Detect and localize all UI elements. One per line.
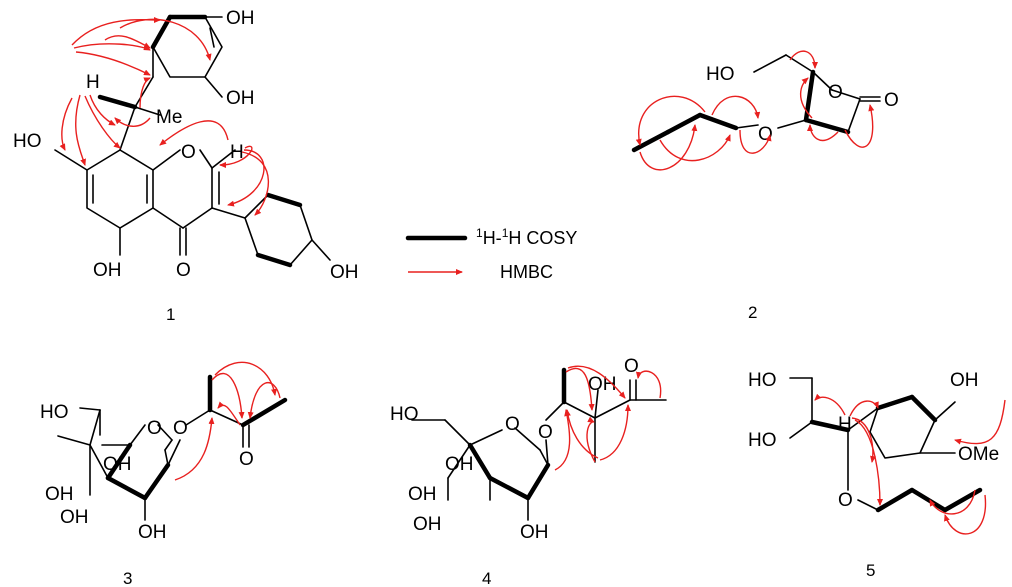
compound-1-hmbc-arrows: [59, 16, 270, 216]
legend: 1H-1H COSY HMBC: [405, 226, 577, 282]
compound-5: HO HO H OH OMe O 5: [748, 370, 1006, 580]
o-label: O: [176, 260, 191, 281]
compound-3-labels: HO O O OH OH OH OH O 3: [40, 402, 254, 587]
compound-1-labels: OH OH H Me HO O H OH O OH 1: [13, 8, 359, 324]
compound-number: 4: [482, 569, 491, 587]
ome-label: OMe: [958, 444, 999, 465]
oh-label: OH: [138, 522, 167, 543]
compound-number: 1: [166, 305, 175, 324]
o-label: O: [147, 418, 162, 439]
o-label: O: [181, 142, 196, 163]
oh-label: OH: [60, 507, 89, 528]
hmbc-legend-label: HMBC: [500, 262, 553, 282]
ho-label: HO: [40, 402, 69, 423]
compound-3-bonds: [57, 374, 288, 521]
oh-label: OH: [330, 262, 359, 283]
compound-1-bonds: [54, 14, 331, 268]
o-label: O: [505, 414, 520, 435]
oh-label: OH: [445, 454, 474, 475]
oh-label: OH: [45, 484, 74, 505]
compound-3-hmbc-arrows: [174, 361, 281, 481]
compound-number: 3: [123, 569, 132, 587]
oh-label: OH: [226, 8, 255, 29]
o-label: O: [624, 356, 639, 377]
compound-5-hmbc-arrows: [814, 393, 1006, 535]
oh-label: OH: [93, 260, 122, 281]
compound-number: 5: [866, 561, 875, 580]
h-label: H: [230, 142, 244, 163]
compound-3: HO O O OH OH OH OH O 3: [40, 361, 288, 587]
o-label: O: [758, 124, 773, 145]
compound-5-bonds: [789, 377, 983, 513]
compound-1: OH OH H Me HO O H OH O OH 1: [13, 8, 359, 324]
o-label: O: [828, 82, 843, 103]
compound-4-hmbc-arrows: [554, 365, 662, 471]
compound-2-hmbc-arrows: [635, 50, 875, 171]
oh-label: OH: [413, 514, 442, 535]
h-label: H: [838, 414, 852, 435]
oh-label: OH: [408, 484, 437, 505]
oh-label: OH: [588, 374, 617, 395]
ho-label: HO: [706, 64, 735, 85]
ho-label: HO: [748, 430, 777, 451]
oh-label: OH: [226, 88, 255, 109]
ho-label: HO: [390, 404, 419, 425]
cosy-legend-label: 1H-1H COSY: [476, 226, 577, 248]
compound-5-labels: HO HO H OH OMe O 5: [748, 370, 999, 580]
ho-label: HO: [13, 131, 42, 152]
ho-label: HO: [748, 370, 777, 391]
o-label: O: [173, 418, 188, 439]
oh-label: OH: [950, 370, 979, 391]
compound-4-labels: HO O O OH OH OH OH OH O 4: [390, 356, 639, 587]
compound-4-bonds: [411, 367, 667, 521]
compound-2: HO O O O 2: [631, 50, 899, 322]
me-label: Me: [156, 107, 182, 128]
compound-4: HO O O OH OH OH OH OH O 4: [390, 356, 667, 587]
oh-label: OH: [103, 454, 132, 475]
h-label: H: [86, 72, 100, 93]
compound-number: 2: [748, 303, 757, 322]
o-label: O: [884, 90, 899, 111]
o-label: O: [838, 490, 853, 511]
o-label: O: [239, 449, 254, 470]
o-label: O: [538, 422, 553, 443]
compound-2-bonds: [631, 54, 881, 153]
oh-label: OH: [520, 522, 549, 543]
